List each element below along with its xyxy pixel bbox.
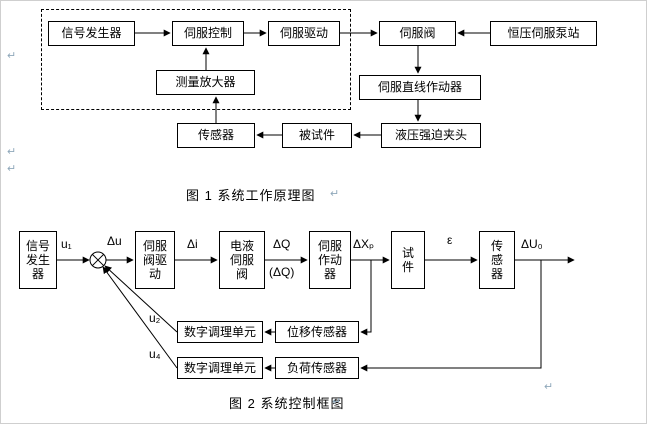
fig2-box-electrohydraulic-servo-valve: 电液 伺服 阀 xyxy=(219,231,265,289)
paragraph-mark: ↵ xyxy=(7,163,17,175)
fig1-box-measuring-amplifier: 测量放大器 xyxy=(156,70,255,95)
fig1-box-pump-station: 恒压伺服泵站 xyxy=(490,21,597,46)
fig1-box-servo-linear-actuator: 伺服直线作动器 xyxy=(359,75,481,100)
signal-label-delta-xp: ΔXₚ xyxy=(353,237,375,251)
fig1-box-servo-drive: 伺服驱动 xyxy=(268,21,340,46)
feedback-load-tap xyxy=(360,260,542,372)
fig2-box-load-sensor: 负荷传感器 xyxy=(275,357,359,379)
feedback-displacement-tap xyxy=(360,260,372,336)
paragraph-mark: ↵ xyxy=(330,188,340,200)
arrow-dcu2-to-junction xyxy=(102,266,178,369)
signal-label-delta-i: Δi xyxy=(187,237,198,251)
signal-label-delta-q-paren: (ΔQ) xyxy=(269,265,295,279)
paragraph-mark: ↵ xyxy=(7,146,17,158)
signal-label-epsilon: ε xyxy=(447,233,453,247)
fig1-box-sensor: 传感器 xyxy=(177,123,255,148)
summing-junction-icon xyxy=(89,251,107,269)
fig2-box-sensor: 传 感 器 xyxy=(479,231,515,289)
fig2-box-digital-conditioning-unit-1: 数字调理单元 xyxy=(177,321,263,343)
signal-label-u1: u₁ xyxy=(61,237,72,251)
fig2-box-digital-conditioning-unit-2: 数字调理单元 xyxy=(177,357,263,379)
fig2-box-signal-generator: 信号 发生 器 xyxy=(19,231,57,289)
signal-label-delta-q: ΔQ xyxy=(273,237,291,251)
figure-2-caption: 图 2 系统控制框图 xyxy=(229,396,345,411)
figure-1-caption: 图 1 系统工作原理图 xyxy=(186,188,316,203)
fig2-box-servo-actuator: 伺服 作动 器 xyxy=(309,231,351,289)
signal-label-delta-u0: ΔU₀ xyxy=(521,237,543,251)
fig2-box-test-specimen: 试 件 xyxy=(391,231,425,289)
fig2-box-servo-valve-drive: 伺服 阀驱 动 xyxy=(135,231,175,289)
paragraph-mark: ↵ xyxy=(7,50,17,62)
fig2-connectors xyxy=(57,256,575,372)
fig1-box-test-specimen: 被试件 xyxy=(282,123,352,148)
fig1-box-signal-generator: 信号发生器 xyxy=(48,21,135,46)
fig2-box-displacement-sensor: 位移传感器 xyxy=(275,321,359,343)
arrow-dcu1-to-junction xyxy=(104,265,178,333)
signal-label-delta-u: Δu xyxy=(107,234,122,248)
signal-label-u4: u₄ xyxy=(149,347,161,361)
fig1-box-hydraulic-clamp: 液压强迫夹头 xyxy=(381,123,481,148)
fig1-connectors xyxy=(135,29,490,139)
fig1-box-servo-control: 伺服控制 xyxy=(172,21,244,46)
fig1-box-servo-valve: 伺服阀 xyxy=(379,21,456,46)
fig1-dashed-frame xyxy=(41,9,351,110)
paragraph-mark: ↵ xyxy=(544,381,554,393)
signal-label-u2: u₂ xyxy=(149,311,161,325)
paragraph-mark: ↵ xyxy=(332,396,342,408)
